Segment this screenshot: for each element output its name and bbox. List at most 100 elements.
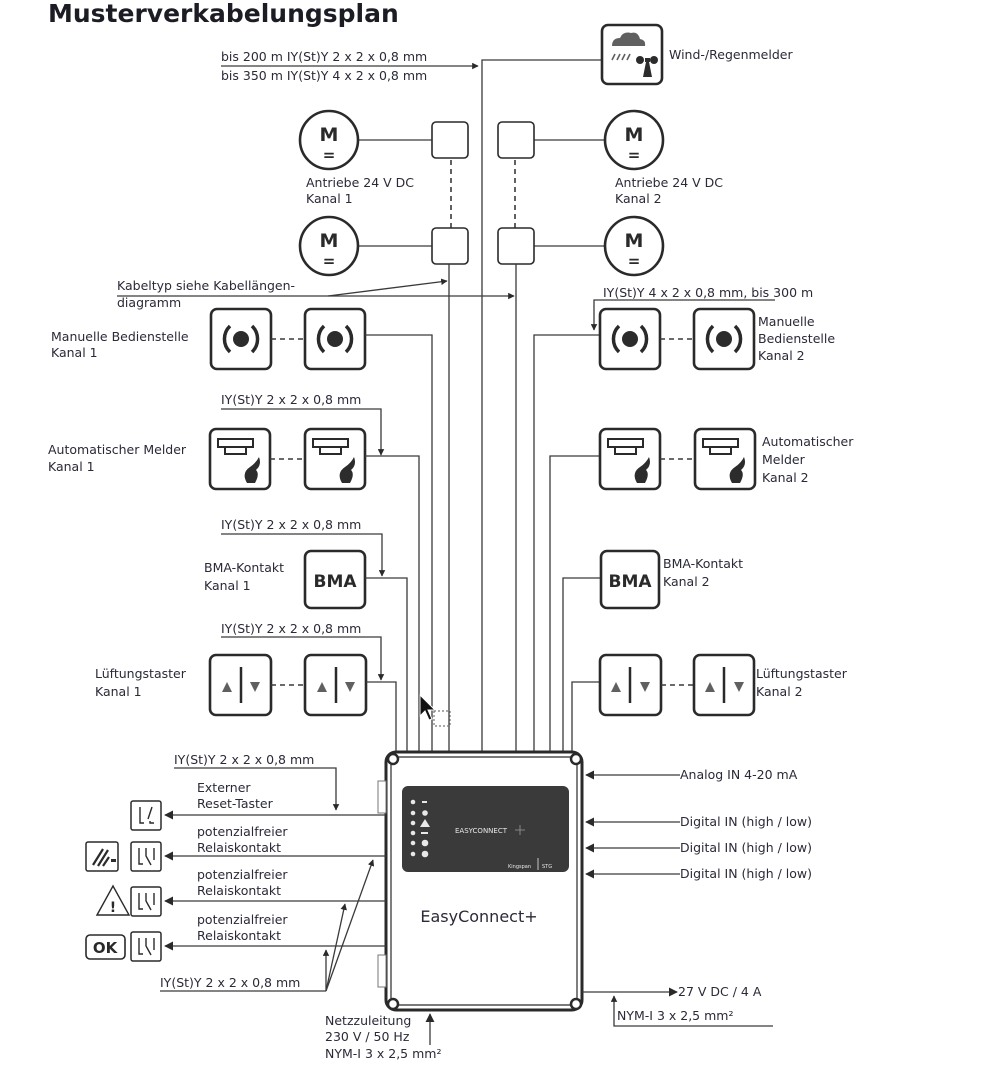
wind-sensor-label: Wind-/Regenmelder: [669, 47, 793, 62]
panel-logo-stg: STG: [542, 864, 552, 870]
motors-ch1-label-1: Antriebe 24 V DC: [306, 175, 414, 190]
easyconnect-controller[interactable]: EASYCONNECT Kingspan STG EasyConnect+: [377, 750, 584, 1012]
analog-input-label: Analog IN 4-20 mA: [680, 767, 798, 782]
left-cable-top: IY(St)Y 2 x 2 x 0,8 mm: [174, 752, 314, 767]
ok-icon: OK: [85, 934, 126, 960]
svg-text:=: =: [628, 146, 641, 164]
junction-box-ch2-top: [497, 121, 535, 159]
motors-ch2-label-2: Kanal 2: [615, 191, 662, 206]
svg-text:Kanal 2: Kanal 2: [663, 574, 710, 589]
svg-text:Netzzuleitung: Netzzuleitung: [325, 1013, 411, 1028]
manual-station-ch2: IY(St)Y 4 x 2 x 0,8 mm, bis 300 m Manuel…: [533, 285, 835, 752]
top-cable-line2: bis 350 m IY(St)Y 4 x 2 x 0,8 mm: [221, 68, 427, 83]
fire-smoke-icon: [85, 841, 119, 872]
svg-text:Lüftungstaster: Lüftungstaster: [756, 666, 848, 681]
svg-text:M: M: [625, 230, 644, 252]
motors-ch2-label-1: Antriebe 24 V DC: [615, 175, 723, 190]
svg-text:Bedienstelle: Bedienstelle: [758, 331, 835, 346]
wind-rain-sensor[interactable]: Wind-/Regenmelder: [600, 23, 793, 86]
svg-text:Kanal 2: Kanal 2: [756, 684, 803, 699]
svg-text:Kanal 1: Kanal 1: [95, 684, 142, 699]
digital-input-label-1: Digital IN (high / low): [680, 814, 812, 829]
svg-text:OK: OK: [93, 939, 119, 957]
svg-text:=: =: [323, 252, 336, 270]
auto-ch1-cable: IY(St)Y 2 x 2 x 0,8 mm: [221, 392, 361, 407]
manual-station-icon: [692, 307, 756, 371]
junction-box-ch2-bottom: [497, 227, 535, 265]
svg-text:Kanal 1: Kanal 1: [48, 459, 95, 474]
vent-ch1-cable: IY(St)Y 2 x 2 x 0,8 mm: [221, 621, 361, 636]
panel-logo-kingspan: Kingspan: [508, 864, 531, 870]
svg-text:NYM-I 3 x 2,5 mm²: NYM-I 3 x 2,5 mm²: [325, 1046, 441, 1061]
mouse-cursor-icon: [419, 693, 451, 727]
manual-ch2-cable: IY(St)Y 4 x 2 x 0,8 mm, bis 300 m: [603, 285, 813, 300]
svg-text:Manuelle Bedienstelle: Manuelle Bedienstelle: [51, 329, 189, 344]
svg-text:!: !: [110, 900, 116, 916]
svg-text:Automatischer Melder: Automatischer Melder: [48, 442, 187, 457]
svg-text:BMA-Kontakt: BMA-Kontakt: [663, 556, 743, 571]
svg-text:Kanal 1: Kanal 1: [204, 578, 251, 593]
svg-text:=: =: [628, 252, 641, 270]
motor-ch2-top: M =: [603, 109, 665, 171]
svg-text:M: M: [625, 124, 644, 146]
digital-input-label-2: Digital IN (high / low): [680, 840, 812, 855]
smoke-detector-icon: [598, 427, 662, 491]
junction-box-ch1-bottom: [431, 227, 469, 265]
svg-text:M: M: [320, 230, 339, 252]
svg-text:potenzialfreier: potenzialfreier: [197, 824, 288, 839]
vent-button-icon: [208, 653, 273, 717]
warning-icon: !: [95, 884, 131, 916]
svg-text:Manuelle: Manuelle: [758, 314, 815, 329]
relay-contact-icon: [130, 931, 162, 962]
controller-front-panel: EASYCONNECT Kingspan STG: [402, 786, 569, 872]
svg-text:Melder: Melder: [762, 452, 806, 467]
manual-station-icon: [303, 307, 367, 371]
svg-text:Relaiskontakt: Relaiskontakt: [197, 928, 281, 943]
motor-ch2-bottom: M =: [603, 215, 665, 277]
junction-box-ch1-top: [431, 121, 469, 159]
bma-contact-ch2: BMA BMA-Kontakt Kanal 2: [562, 549, 743, 752]
page-title: Musterverkabelungsplan: [48, 0, 399, 28]
top-cable-line1: bis 200 m IY(St)Y 2 x 2 x 0,8 mm: [221, 49, 427, 64]
power-output-label: 27 V DC / 4 A: [678, 984, 762, 999]
wind-sensor-cable: [481, 59, 602, 752]
smoke-detector-icon: [303, 427, 367, 491]
digital-input-label-3: Digital IN (high / low): [680, 866, 812, 881]
left-cable-bottom: IY(St)Y 2 x 2 x 0,8 mm: [160, 975, 300, 990]
svg-text:BMA: BMA: [313, 572, 357, 592]
svg-text:Lüftungstaster: Lüftungstaster: [95, 666, 187, 681]
smoke-detector-icon: [693, 427, 757, 491]
bma-icon: BMA: [303, 549, 367, 610]
svg-text:Kanal 1: Kanal 1: [51, 345, 98, 360]
auto-detector-ch1: IY(St)Y 2 x 2 x 0,8 mm Automatischer Mel…: [48, 392, 420, 752]
vent-button-icon: [692, 653, 756, 717]
relay-contact-icon: [130, 841, 162, 872]
top-cable-annotation: bis 200 m IY(St)Y 2 x 2 x 0,8 mm bis 350…: [221, 49, 479, 83]
reset-switch-icon: [130, 800, 162, 831]
svg-text:=: =: [323, 146, 336, 164]
auto-detector-ch2: Automatischer Melder Kanal 2: [549, 427, 854, 752]
svg-text:Relaiskontakt: Relaiskontakt: [197, 883, 281, 898]
panel-brand: EASYCONNECT: [455, 827, 508, 835]
cable-type-note: Kabeltyp siehe Kabellängen- diagramm: [117, 278, 515, 310]
cable-type-line1: Kabeltyp siehe Kabellängen-: [117, 278, 295, 293]
bma-icon: BMA: [599, 549, 661, 610]
bma-ch1-cable: IY(St)Y 2 x 2 x 0,8 mm: [221, 517, 361, 532]
controller-name: EasyConnect+: [420, 907, 537, 926]
mains-supply: Netzzuleitung 230 V / 50 Hz NYM-I 3 x 2,…: [325, 1013, 441, 1061]
svg-text:potenzialfreier: potenzialfreier: [197, 912, 288, 927]
motor-ch1-top: M =: [298, 109, 360, 171]
vent-button-ch2: Lüftungstaster Kanal 2: [571, 653, 848, 752]
svg-text:230 V / 50 Hz: 230 V / 50 Hz: [325, 1029, 410, 1044]
relay-contact-icon: [130, 886, 162, 917]
svg-text:Kanal 2: Kanal 2: [758, 348, 805, 363]
cable-type-line2: diagramm: [117, 295, 181, 310]
motors-channel-2: M = M = Antriebe 24 V DC Kanal 2: [497, 109, 723, 277]
power-output: 27 V DC / 4 A NYM-I 3 x 2,5 mm²: [582, 984, 773, 1027]
motors-ch1-label-2: Kanal 1: [306, 191, 353, 206]
manual-station-icon: [209, 307, 273, 371]
svg-text:Relaiskontakt: Relaiskontakt: [197, 840, 281, 855]
vent-button-icon: [303, 653, 368, 717]
smoke-detector-icon: [208, 427, 272, 491]
